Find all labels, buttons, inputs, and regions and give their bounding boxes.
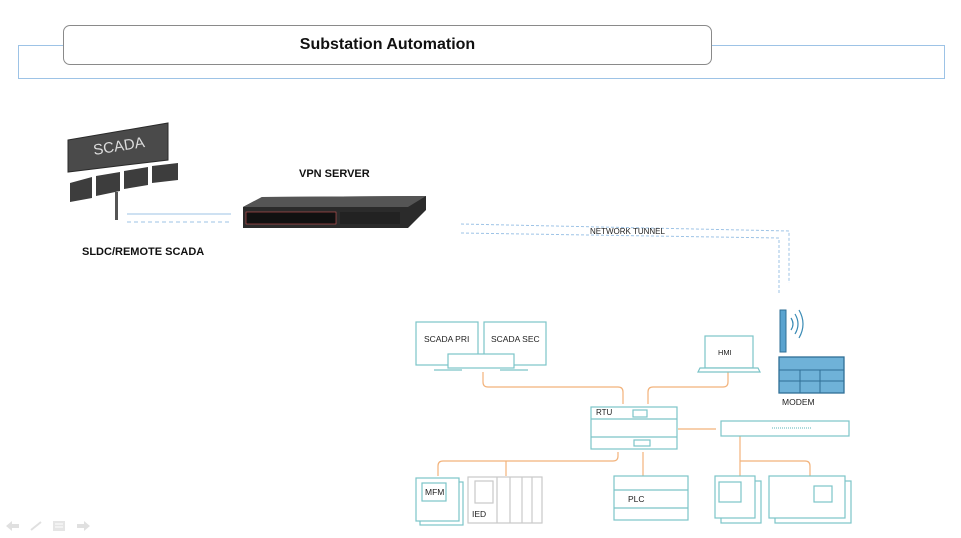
ied-icon [467, 476, 543, 524]
mfm-label: MFM [425, 487, 445, 497]
modem-icon [778, 309, 845, 394]
slide-title: Substation Automation [63, 25, 712, 65]
remote-scada-label: SLDC/REMOTE SCADA [82, 246, 205, 258]
plc-label: PLC [628, 494, 645, 504]
arrow-right-icon[interactable] [77, 518, 91, 536]
scada-sign-icon [67, 122, 178, 220]
scada-workstations-icon [415, 321, 547, 371]
plc-icon [613, 475, 689, 521]
menu-icon[interactable] [53, 518, 65, 536]
pen-icon[interactable] [30, 518, 42, 536]
network-tunnel [460, 223, 790, 294]
hmi-laptop-icon [697, 335, 761, 373]
network-switch-icon [720, 420, 850, 437]
controller-panel-icon [768, 475, 852, 524]
network-tunnel-label: NETWORK TUNNEL [590, 227, 665, 236]
vpn-server-icon [243, 196, 426, 228]
rtu-icon [590, 406, 678, 450]
vpn-server-label: VPN SERVER [299, 168, 370, 180]
arrow-left-icon[interactable] [6, 518, 20, 536]
mfm-meter-icon [415, 477, 464, 526]
hmi-label: HMI [718, 348, 732, 357]
scada-pri-label: SCADA PRI [424, 334, 470, 344]
modem-label: MODEM [782, 397, 815, 407]
rtu-label: RTU [596, 408, 613, 417]
network-links [437, 372, 811, 476]
ied-label: IED [472, 509, 487, 519]
scada-sec-label: SCADA SEC [491, 334, 540, 344]
protection-relay-icon [714, 475, 762, 524]
